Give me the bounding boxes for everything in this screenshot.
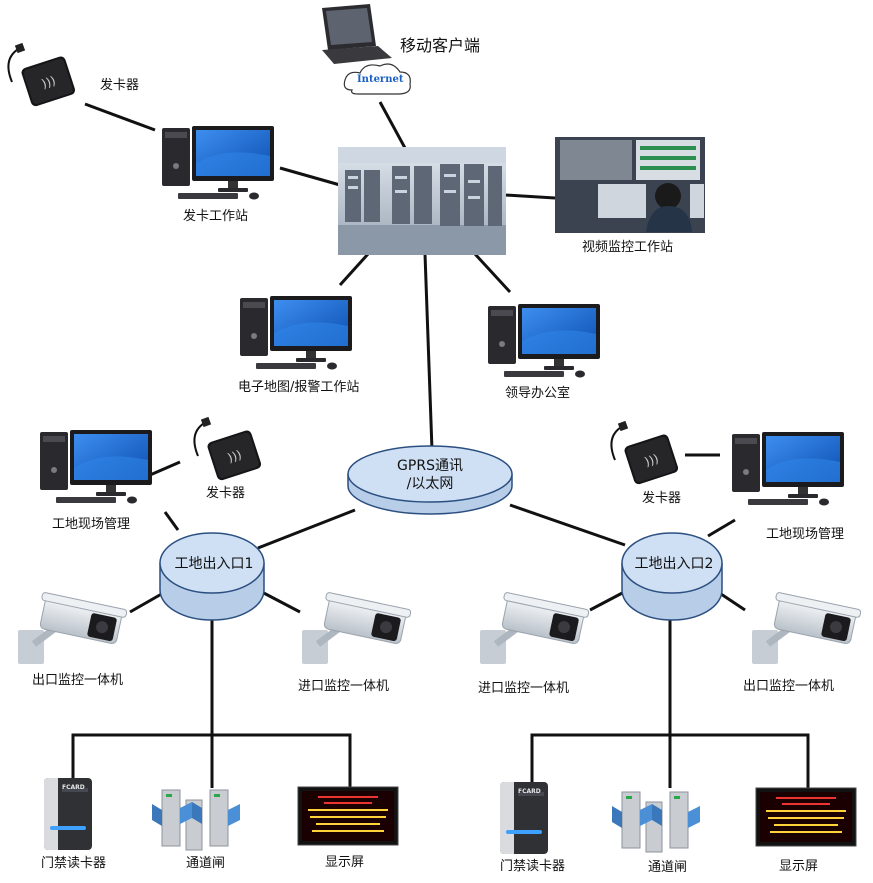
right-gate-node bbox=[621, 532, 723, 621]
card-issuer-top-label: 发卡器 bbox=[100, 78, 140, 93]
right-manager-pc-icon bbox=[732, 432, 844, 506]
gprs-hub-line1: GPRS通讯 bbox=[397, 458, 463, 474]
right-exit-camera-icon bbox=[752, 592, 861, 664]
gprs-hub-node bbox=[347, 445, 513, 515]
left-exit-camera-icon bbox=[18, 592, 127, 664]
server-room-image bbox=[338, 147, 506, 255]
right-turnstile-icon bbox=[611, 791, 701, 853]
left-manager-label: 工地现场管理 bbox=[52, 517, 131, 532]
right-display-icon bbox=[755, 787, 857, 847]
card-issuer-top-icon bbox=[7, 41, 78, 109]
card-station-pc-icon bbox=[162, 126, 274, 200]
left-turnstile-label: 通道闸 bbox=[186, 856, 226, 871]
left-card-issuer-icon bbox=[193, 415, 264, 483]
left-reader-label: 门禁读卡器 bbox=[41, 856, 107, 871]
gprs-hub-label: GPRS通讯 /以太网 bbox=[370, 458, 490, 493]
right-entry-camera-label: 进口监控一体机 bbox=[478, 681, 570, 696]
video-monitoring-image bbox=[555, 137, 705, 233]
gprs-hub-line2: /以太网 bbox=[406, 475, 454, 492]
internet-label: Internet bbox=[357, 74, 404, 85]
leader-office-label: 领导办公室 bbox=[505, 386, 571, 401]
left-entry-camera-label: 进口监控一体机 bbox=[298, 679, 390, 694]
card-station-label: 发卡工作站 bbox=[183, 209, 249, 224]
video-station-label: 视频监控工作站 bbox=[582, 240, 674, 255]
left-entry-camera-icon bbox=[302, 592, 411, 664]
internet-cloud-icon bbox=[343, 63, 411, 95]
right-reader-brand: FCARD bbox=[518, 788, 541, 795]
left-display-icon bbox=[297, 786, 399, 846]
left-reader-brand: FCARD bbox=[62, 784, 85, 791]
left-exit-camera-label: 出口监控一体机 bbox=[32, 673, 124, 688]
left-turnstile-icon bbox=[151, 789, 241, 851]
left-manager-pc-icon bbox=[40, 430, 152, 504]
map-station-pc-icon bbox=[240, 296, 352, 370]
network-lines bbox=[71, 101, 810, 790]
map-station-label: 电子地图/报警工作站 bbox=[238, 380, 360, 395]
mobile-client-label: 移动客户端 bbox=[400, 36, 481, 55]
right-reader-label: 门禁读卡器 bbox=[500, 859, 566, 874]
right-card-issuer-label: 发卡器 bbox=[642, 491, 682, 506]
left-display-label: 显示屏 bbox=[325, 855, 365, 870]
left-card-issuer-label: 发卡器 bbox=[206, 486, 246, 501]
right-manager-label: 工地现场管理 bbox=[766, 527, 845, 542]
right-entry-camera-icon bbox=[480, 592, 589, 664]
right-gate-node-label: 工地出入口2 bbox=[634, 556, 714, 572]
left-gate-node bbox=[159, 532, 265, 621]
laptop-icon bbox=[322, 4, 392, 64]
left-gate-node-label: 工地出入口1 bbox=[174, 556, 254, 572]
right-turnstile-label: 通道闸 bbox=[648, 860, 688, 875]
right-card-issuer-icon bbox=[610, 419, 681, 487]
leader-office-pc-icon bbox=[488, 304, 600, 378]
right-display-label: 显示屏 bbox=[779, 859, 819, 874]
right-exit-camera-label: 出口监控一体机 bbox=[743, 679, 835, 694]
